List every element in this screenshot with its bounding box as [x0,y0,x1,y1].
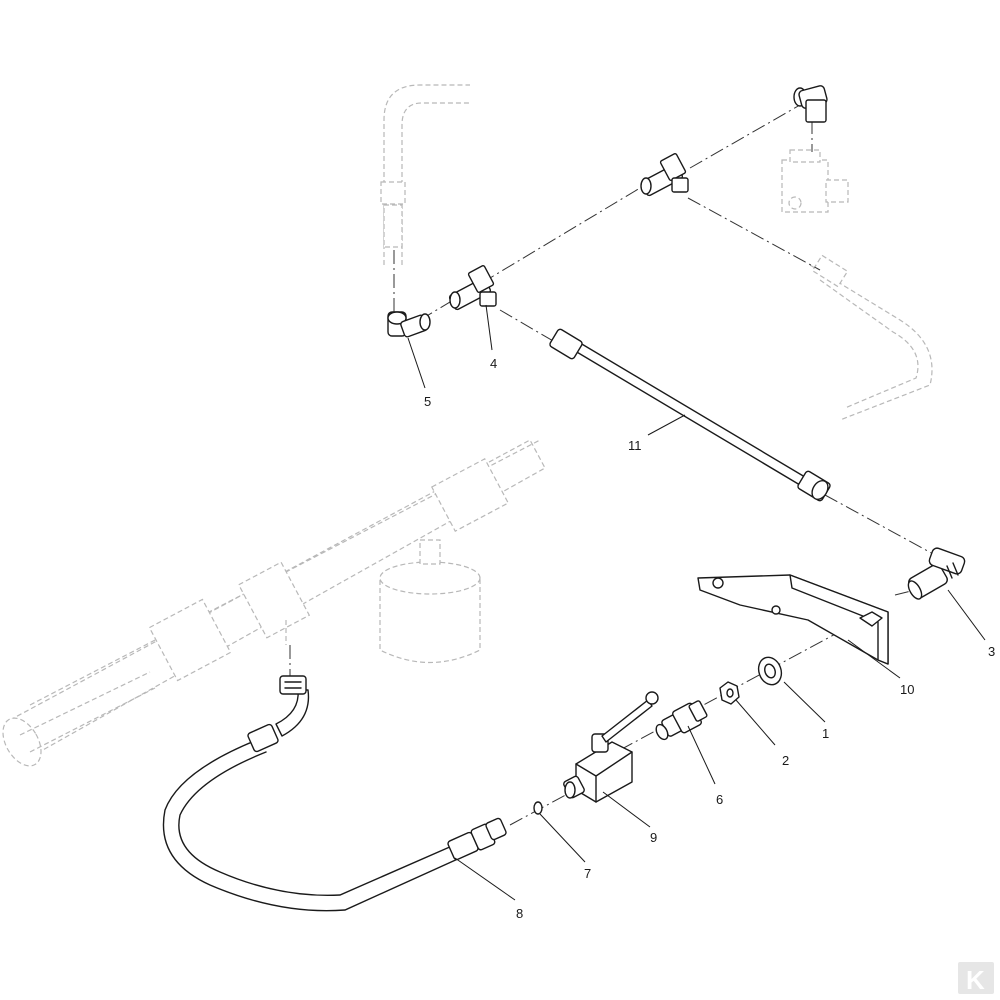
top-elbow-fitting-icon [793,85,828,123]
callout-2: 2 [782,753,789,768]
callout-6: 6 [716,792,723,807]
mounting-bracket-icon [697,574,889,665]
tee-fitting-icon [448,265,497,311]
brand-logo-text: K [966,965,985,995]
callout-labels: 1 2 3 4 5 6 7 8 9 10 11 [424,356,995,921]
adapter-fitting-icon [655,700,708,741]
callout-4: 4 [490,356,497,371]
callout-9: 9 [650,830,657,845]
o-ring-icon [533,801,543,815]
callout-10: 10 [900,682,914,697]
elbow-fitting-icon [387,311,431,338]
ball-valve-icon [563,691,659,803]
upper-tee-fitting-icon [640,153,689,197]
callout-3: 3 [988,644,995,659]
rigid-pipe-icon [549,328,831,502]
callout-8: 8 [516,906,523,921]
washer-icon [757,656,783,686]
callout-1: 1 [822,726,829,741]
callout-7: 7 [584,866,591,881]
angled-fitting-icon [907,547,966,600]
callout-11: 11 [628,438,642,453]
hex-nut-icon [719,681,740,705]
callout-5: 5 [424,394,431,409]
brand-logo-icon: K [958,962,994,995]
hydraulic-hose-icon [162,675,507,912]
ghost-context-parts [2,84,933,767]
callout-leader-lines [407,304,986,901]
